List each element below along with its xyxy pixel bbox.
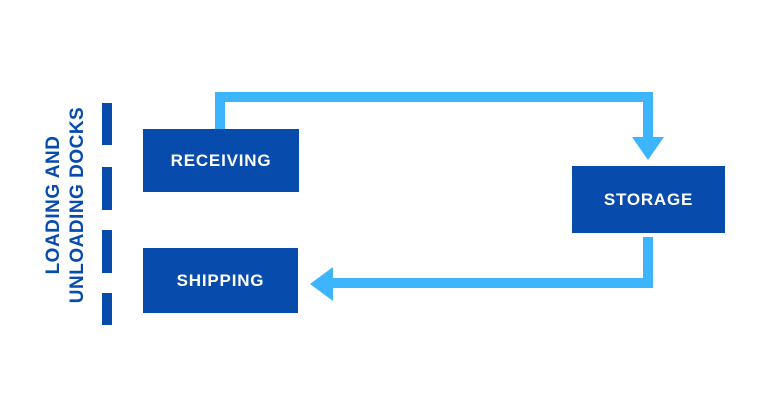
dock-boundary-dash-3 — [102, 230, 112, 273]
loading-unloading-docks-label: LOADING AND UNLOADING DOCKS — [42, 107, 90, 303]
arrowhead-left-icon — [310, 267, 333, 301]
storage-node-label: STORAGE — [603, 189, 694, 209]
dock-boundary-dash-2 — [102, 167, 112, 210]
receiving-node-label: RECEIVING — [170, 150, 272, 170]
storage-node: STORAGE — [572, 166, 725, 233]
shipping-node: SHIPPING — [143, 248, 298, 313]
arrowhead-down-icon — [632, 137, 664, 160]
arrow-segment-vertical — [643, 102, 653, 137]
arrow-segment-horizontal — [333, 278, 653, 288]
arrow-segment-vertical — [643, 237, 653, 278]
shipping-node-label: SHIPPING — [176, 270, 265, 290]
docks-label-line2: UNLOADING DOCKS — [67, 106, 88, 304]
docks-label-line1: LOADING AND — [43, 135, 64, 275]
arrow-segment-horizontal — [215, 92, 653, 102]
dock-boundary-dash-4 — [102, 293, 112, 325]
arrow-segment-vertical — [215, 102, 225, 129]
receiving-node: RECEIVING — [143, 129, 299, 192]
dock-boundary-dash-1 — [102, 103, 112, 145]
